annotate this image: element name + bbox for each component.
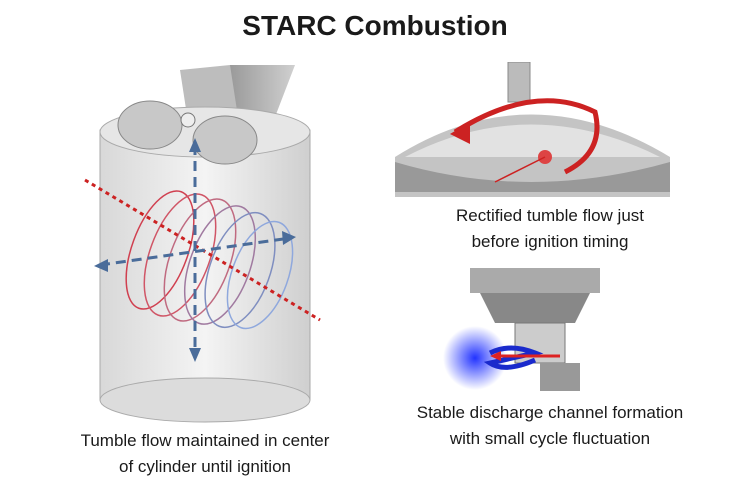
caption-right-bottom: Stable discharge channel formation with …	[416, 403, 684, 448]
caption-right-top: Rectified tumble flow just before igniti…	[455, 206, 645, 251]
tumble-rings	[125, 190, 294, 330]
cylinder-tumble-illustration	[84, 65, 321, 423]
spark-discharge-illustration	[443, 268, 600, 391]
page-title: STARC Combustion	[242, 10, 508, 41]
caption-left: Tumble flow maintained in center of cyli…	[80, 431, 330, 476]
tumble-chamber-illustration	[395, 62, 670, 197]
